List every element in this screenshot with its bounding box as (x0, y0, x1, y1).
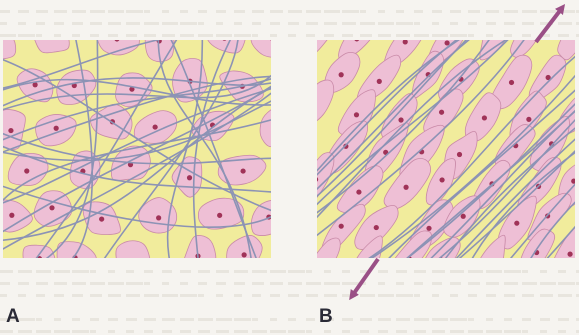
nucleus (461, 214, 466, 219)
nucleus (153, 124, 158, 129)
nucleus (9, 213, 14, 218)
nucleus (217, 213, 222, 218)
stretched-tissue-illustration (317, 40, 575, 258)
nucleus (526, 117, 531, 122)
panel-b-label: B (319, 306, 333, 328)
panel-b-diagram (317, 40, 575, 258)
nucleus (377, 79, 382, 84)
nucleus (426, 226, 431, 231)
nucleus (403, 185, 408, 190)
nucleus (156, 215, 161, 220)
nucleus (187, 175, 192, 180)
nucleus (374, 225, 379, 230)
panel-a-label: A (6, 306, 20, 328)
nucleus (339, 224, 344, 229)
nucleus (8, 128, 13, 133)
nucleus (49, 205, 54, 210)
nucleus (482, 115, 487, 120)
nucleus (509, 80, 514, 85)
nucleus (354, 112, 359, 117)
panel-a-diagram (3, 40, 271, 258)
nucleus (339, 72, 344, 77)
nucleus (398, 117, 403, 122)
nucleus (439, 110, 444, 115)
nucleus (444, 40, 449, 45)
nucleus (439, 177, 444, 182)
nucleus (54, 126, 59, 131)
nucleus (567, 252, 572, 257)
nucleus (457, 152, 462, 157)
nucleus (514, 221, 519, 226)
relaxed-tissue-illustration (3, 40, 271, 258)
nucleus (356, 189, 361, 194)
nucleus (99, 216, 104, 221)
nucleus (24, 168, 29, 173)
nucleus (240, 168, 245, 173)
nucleus (242, 252, 247, 257)
